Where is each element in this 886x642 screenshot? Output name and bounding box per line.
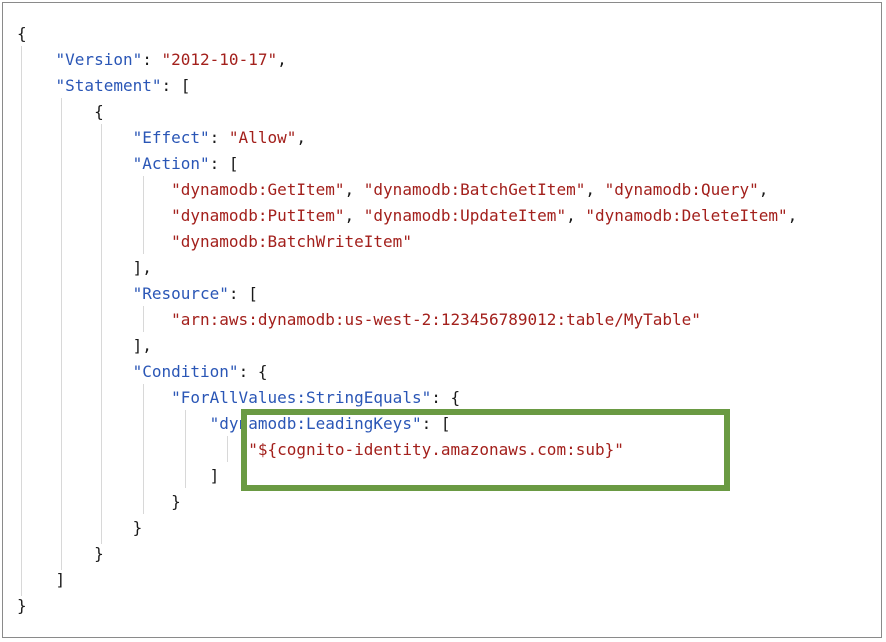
action-item: "dynamodb:BatchGetItem": [363, 180, 586, 199]
version-key: "Version": [55, 50, 143, 69]
indent-guide: [185, 410, 186, 488]
code-line: "Version": "2012-10-17",: [55, 50, 287, 69]
code-line: "${cognito-identity.amazonaws.com:sub}": [17, 437, 797, 463]
code-line: }: [94, 544, 104, 563]
indent-guide: [61, 98, 62, 570]
code-line: "Resource": [: [132, 284, 258, 303]
for-all-values-key: "ForAllValues:StringEquals": [171, 388, 432, 407]
indent-guide: [143, 176, 144, 254]
condition-key: "Condition": [132, 362, 239, 381]
indent-guide: [227, 436, 228, 462]
action-item: "dynamodb:PutItem": [171, 206, 345, 225]
code-line: "dynamodb:BatchWriteItem": [17, 229, 797, 255]
action-item: "dynamodb:UpdateItem": [363, 206, 567, 225]
leading-keys-value: "${cognito-identity.amazonaws.com:sub}": [248, 440, 624, 459]
code-line: }: [171, 492, 181, 511]
resource-value: "arn:aws:dynamodb:us-west-2:123456789012…: [171, 310, 701, 329]
code-line: "Condition": {: [132, 362, 268, 381]
code-line: "dynamodb:PutItem", "dynamodb:UpdateItem…: [171, 206, 798, 225]
effect-value: "Allow": [228, 128, 297, 147]
code-line: {: [94, 102, 104, 121]
leading-keys-key: "dynamodb:LeadingKeys": [209, 414, 422, 433]
code-line: {: [17, 21, 797, 47]
code-line: ]: [55, 570, 66, 589]
code-line: }: [17, 593, 797, 619]
indent-guide: [143, 384, 144, 514]
code-line: "Action": [: [132, 154, 239, 173]
effect-key: "Effect": [132, 128, 210, 147]
json-policy-code: { "Version": "2012-10-17", "Statement": …: [17, 21, 797, 619]
action-item: "dynamodb:BatchWriteItem": [171, 232, 412, 251]
code-line: "Effect": "Allow",: [132, 128, 306, 147]
root-open-brace: {: [17, 24, 27, 43]
resource-key: "Resource": [132, 284, 229, 303]
code-line: "dynamodb:GetItem", "dynamodb:BatchGetIt…: [171, 180, 769, 199]
indent-guide: [101, 124, 102, 544]
statement-key: "Statement": [55, 76, 162, 95]
code-line: "dynamodb:LeadingKeys": [: [209, 414, 451, 433]
version-value: "2012-10-17": [161, 50, 278, 69]
code-line: "ForAllValues:StringEquals": {: [171, 388, 461, 407]
action-item: "dynamodb:DeleteItem": [585, 206, 788, 225]
code-line: }: [132, 518, 143, 537]
action-key: "Action": [132, 154, 210, 173]
action-item: "dynamodb:Query": [604, 180, 759, 199]
code-line: ],: [132, 258, 152, 277]
code-line: ]: [209, 466, 220, 485]
indent-guide: [143, 306, 144, 332]
code-line: "Statement": [: [55, 76, 191, 95]
code-line: "arn:aws:dynamodb:us-west-2:123456789012…: [17, 307, 797, 333]
action-item: "dynamodb:GetItem": [171, 180, 345, 199]
code-line: ],: [132, 336, 152, 355]
indent-guide: [21, 46, 22, 596]
root-close-brace: }: [17, 596, 27, 615]
